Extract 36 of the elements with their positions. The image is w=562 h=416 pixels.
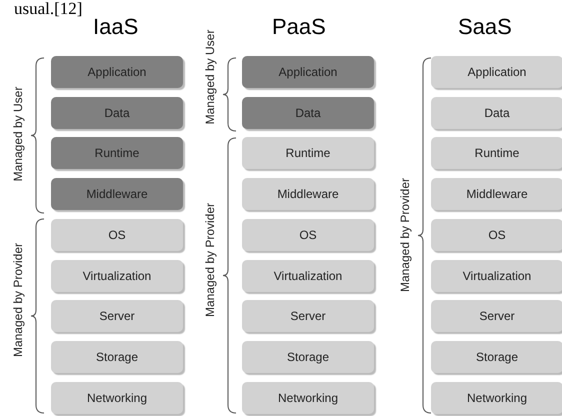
layer-box: Runtime <box>431 137 562 170</box>
layer-box: Server <box>431 300 562 332</box>
column-heading: PaaS <box>272 14 326 40</box>
layer-box: OS <box>431 218 562 251</box>
layer-box: Application <box>242 56 374 88</box>
layer-box: Virtualization <box>242 260 374 292</box>
cut-off-text: usual.[12] <box>14 0 82 17</box>
layer-box: Networking <box>431 382 562 414</box>
layer-box: Application <box>51 56 183 88</box>
layer-box: Data <box>242 96 374 129</box>
layer-box: Storage <box>242 340 374 373</box>
bracket-label: Managed by Provider <box>398 178 412 292</box>
layer-box: Middleware <box>242 178 374 210</box>
layer-box: Storage <box>51 340 183 373</box>
layer-box: Virtualization <box>51 260 183 292</box>
layer-box: Storage <box>431 340 562 373</box>
layer-box: Data <box>431 96 562 129</box>
bracket-label: Managed by Provider <box>203 202 217 318</box>
layer-box: Middleware <box>51 178 183 210</box>
bracket-label: Managed by User <box>11 86 25 182</box>
layer-box: Middleware <box>431 178 562 210</box>
layer-box: Networking <box>51 382 183 414</box>
layer-box: Runtime <box>51 137 183 170</box>
column-heading: SaaS <box>458 14 512 40</box>
layer-box: Runtime <box>242 137 374 170</box>
layer-box: Server <box>242 300 374 332</box>
layer-box: Server <box>51 300 183 332</box>
layer-box: Virtualization <box>431 260 562 292</box>
layer-box: Data <box>51 96 183 129</box>
layer-box: OS <box>51 218 183 251</box>
column-heading: IaaS <box>93 14 138 40</box>
layer-box: Application <box>431 56 562 88</box>
layer-box: OS <box>242 218 374 251</box>
bracket-label: Managed by User <box>203 30 217 124</box>
layer-box: Networking <box>242 382 374 414</box>
bracket-label: Managed by Provider <box>11 242 25 358</box>
